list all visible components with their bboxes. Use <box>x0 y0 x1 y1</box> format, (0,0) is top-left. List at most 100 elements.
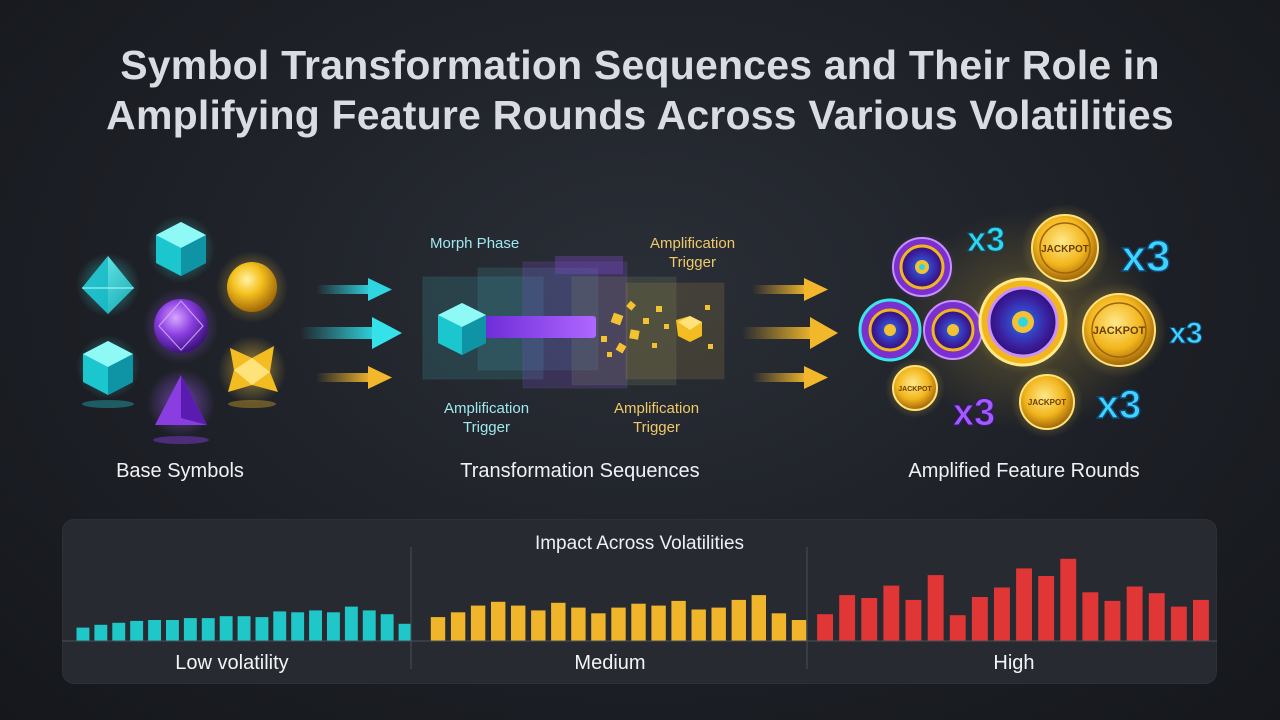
bar-high-1 <box>817 614 833 641</box>
cyan-octahedron-icon <box>82 256 134 314</box>
multiplier-badge-5: x3 <box>1097 383 1142 427</box>
bar-medium-12 <box>651 605 666 641</box>
gold-sphere-icon <box>227 262 277 312</box>
diagram-scene: JACKPOT JACKPOT <box>76 204 1203 444</box>
base-symbols-group <box>76 215 288 444</box>
bar-high-13 <box>1082 592 1099 641</box>
gold-particles <box>601 300 713 357</box>
bar-low-7 <box>183 618 197 641</box>
bar-high-3 <box>861 598 878 641</box>
morph-beam <box>480 316 596 338</box>
bar-medium-19 <box>791 620 807 641</box>
bar-medium-11 <box>631 603 646 641</box>
bar-medium-6 <box>531 610 546 641</box>
amplified-coins: JACKPOT JACKPOT <box>858 204 1203 438</box>
amplification-trigger-label-left: Amplification Trigger <box>444 399 529 437</box>
bar-low-1 <box>76 627 90 641</box>
arrow-right-icon-3 <box>316 366 392 389</box>
bar-high-9 <box>994 587 1010 641</box>
jackpot-coin-icon-4: JACKPOT <box>1011 366 1083 438</box>
bar-high-14 <box>1104 600 1121 641</box>
amp-left-line-1: Amplification <box>444 400 530 417</box>
wheel-coin-icon-3 <box>921 298 985 362</box>
bar-low-9 <box>219 616 233 641</box>
bar-low-8 <box>201 618 215 641</box>
bar-low-12 <box>273 611 287 641</box>
jackpot-text-4: JACKPOT <box>1028 398 1066 407</box>
cyan-cube-icon-2 <box>83 341 133 395</box>
purple-pyramid-icon <box>155 375 207 425</box>
arrow-right-icon-5 <box>742 317 838 349</box>
amp-left-line-2: Trigger <box>463 419 510 436</box>
gold-star-gem-icon-2 <box>676 316 702 342</box>
purple-orb-icon <box>154 299 208 353</box>
bar-medium-14 <box>691 609 706 641</box>
arrows-right <box>742 278 838 389</box>
amp-top-line-2: Trigger <box>669 254 716 271</box>
bar-high-16 <box>1148 593 1165 641</box>
group-label-medium: Medium <box>574 652 646 674</box>
wheel-coin-icon-large <box>971 270 1075 374</box>
bar-high-10 <box>1016 568 1032 641</box>
jackpot-text: JACKPOT <box>1041 244 1089 255</box>
page-title: Symbol Transformation Sequences and Thei… <box>0 40 1280 140</box>
arrow-right-icon-6 <box>752 366 828 389</box>
wheel-coin-icon <box>888 233 956 301</box>
cyan-cube-icon <box>156 222 206 276</box>
bar-high-17 <box>1170 606 1187 641</box>
section-label-base: Base Symbols <box>116 460 244 482</box>
title-line-1: Symbol Transformation Sequences and Thei… <box>120 42 1160 88</box>
bar-medium-9 <box>591 613 606 641</box>
section-label-transform: Transformation Sequences <box>460 460 700 482</box>
bar-medium-3 <box>470 605 486 641</box>
multiplier-badge-4: x3 <box>953 392 995 434</box>
bar-low-19 <box>398 623 412 641</box>
chart-title: Impact Across Volatilities <box>534 533 745 554</box>
bar-low-13 <box>291 612 305 641</box>
arrow-right-icon <box>316 278 392 301</box>
amp-right-line-2: Trigger <box>633 419 680 436</box>
bar-medium-4 <box>491 601 506 641</box>
jackpot-coin-icon-2: JACKPOT <box>1071 282 1167 378</box>
wheel-coin-icon-2 <box>858 298 922 362</box>
arrows-left <box>300 278 402 389</box>
volatility-chart <box>62 547 1217 669</box>
bar-medium-18 <box>771 613 787 641</box>
bar-medium-16 <box>731 599 746 641</box>
bar-high-7 <box>949 615 966 641</box>
jackpot-coin-icon: JACKPOT <box>1021 204 1109 292</box>
group-label-high: High <box>993 652 1035 674</box>
amplification-trigger-label-top: Amplification Trigger <box>650 234 735 272</box>
bar-low-5 <box>148 620 161 641</box>
bar-high-8 <box>971 597 988 641</box>
bar-low-11 <box>255 617 269 641</box>
bar-low-15 <box>327 612 340 641</box>
bar-medium-7 <box>551 602 566 641</box>
bar-high-5 <box>905 599 922 641</box>
bar-low-16 <box>344 606 358 641</box>
jackpot-coin-icon-3: JACKPOT <box>885 358 945 418</box>
bar-medium-13 <box>671 600 686 641</box>
bar-low-10 <box>237 616 251 641</box>
title-line-2: Amplifying Feature Rounds Across Various… <box>106 92 1174 138</box>
bar-low-17 <box>362 610 376 641</box>
bar-medium-15 <box>711 607 726 641</box>
jackpot-text-3: JACKPOT <box>898 386 932 393</box>
volatility-panel: Impact Across Volatilities Low volatilit… <box>62 519 1217 684</box>
cyan-cube-icon-3 <box>438 303 486 355</box>
bar-medium-17 <box>751 595 766 641</box>
group-label-low: Low volatility <box>175 652 289 674</box>
bar-high-18 <box>1193 599 1209 641</box>
bar-low-18 <box>380 614 394 641</box>
section-label-amplified: Amplified Feature Rounds <box>908 460 1140 482</box>
bar-low-4 <box>130 620 144 641</box>
bar-high-15 <box>1126 586 1143 641</box>
bar-medium-8 <box>571 607 586 641</box>
bar-high-11 <box>1038 576 1055 641</box>
multiplier-badge-1: x3 <box>967 221 1005 259</box>
bar-high-12 <box>1060 558 1077 641</box>
gold-star-gem-icon <box>228 346 278 392</box>
arrow-right-icon-4 <box>752 278 828 301</box>
multiplier-badge-2: x3 <box>1122 232 1171 281</box>
bar-low-14 <box>309 610 322 641</box>
